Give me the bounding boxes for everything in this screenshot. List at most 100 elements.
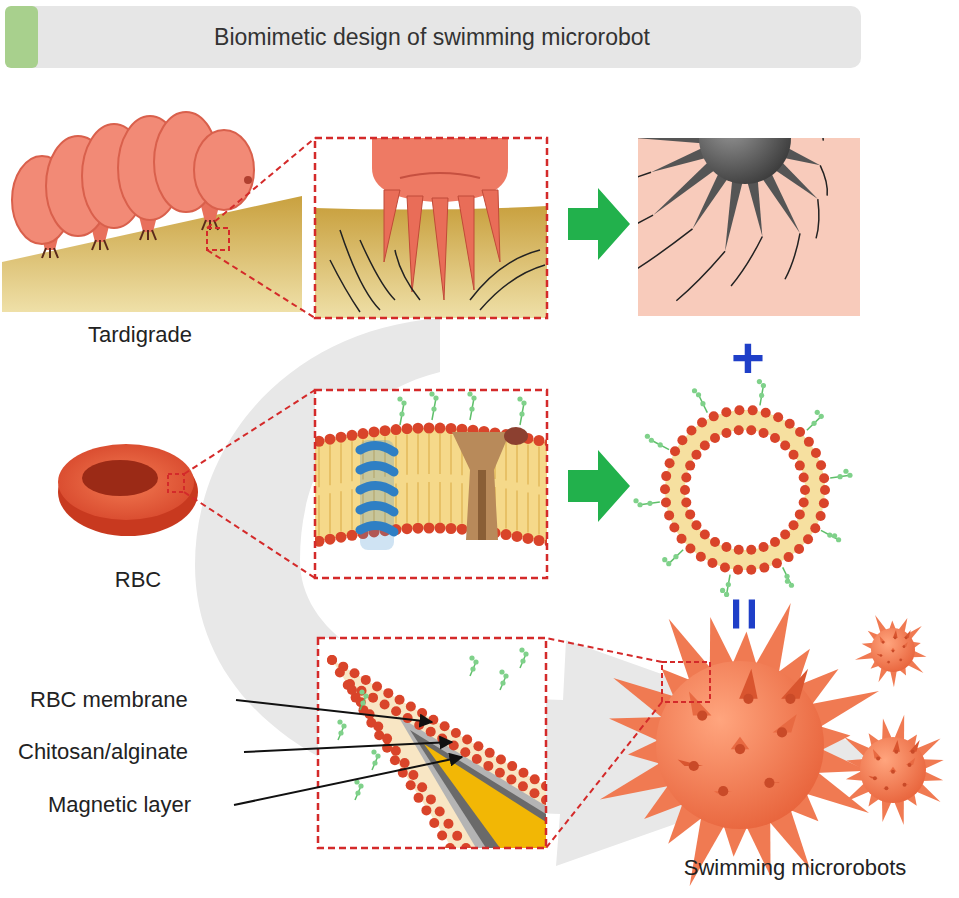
lipid-head	[661, 498, 671, 508]
lipid-head	[350, 668, 360, 678]
lipid-head	[691, 520, 701, 530]
glycan-unit	[519, 647, 524, 652]
lipid-head	[685, 544, 695, 554]
lipid-head	[696, 552, 706, 562]
hair-line	[470, 250, 540, 300]
spike-pit	[903, 645, 906, 648]
lipid-head	[446, 523, 457, 534]
glycan-unit	[633, 498, 638, 503]
glycan-stem	[821, 530, 839, 539]
glycan-unit	[785, 579, 790, 584]
membrane-zoom	[315, 390, 547, 578]
glycan-unit	[827, 532, 832, 537]
lipid-head	[325, 534, 336, 545]
leader-arrow	[236, 700, 432, 722]
tail	[340, 443, 342, 483]
glycan-unit	[355, 790, 360, 795]
trail-line	[676, 251, 725, 301]
lipid-head	[820, 485, 830, 495]
result-label: Swimming microrobots	[684, 856, 907, 880]
lipid-head	[380, 699, 390, 709]
lipid-head	[789, 520, 799, 530]
glycan-unit	[692, 388, 697, 393]
lipid-head	[665, 458, 675, 468]
zoom-background	[315, 138, 547, 318]
lipid-head	[336, 432, 347, 443]
glycan-unit	[360, 700, 365, 705]
lipid-head	[773, 412, 783, 422]
tail	[505, 441, 507, 481]
lipid-head	[413, 523, 424, 534]
lipid-head	[810, 523, 820, 533]
glycan-unit	[338, 730, 343, 735]
glycan-unit	[401, 400, 406, 405]
lipid-head	[506, 775, 516, 785]
lipid-head	[358, 428, 369, 439]
glycan-unit	[815, 410, 820, 415]
lipid-head	[794, 544, 804, 554]
lipid-head	[336, 532, 347, 543]
lipid-head	[530, 774, 540, 784]
glycan-unit	[359, 689, 364, 694]
claw	[104, 240, 108, 250]
lipid-head	[421, 805, 431, 815]
layer-label: Magnetic layer	[48, 793, 191, 817]
lipid-head	[664, 510, 674, 520]
microrobots	[600, 603, 944, 886]
lipid-head	[804, 437, 814, 447]
glycan-stem	[651, 440, 669, 449]
spike	[894, 799, 904, 824]
body-segment	[194, 130, 254, 210]
lipid-head	[368, 693, 378, 703]
glycan-unit	[375, 753, 380, 758]
lipid-head	[315, 436, 325, 447]
lipid-head	[681, 497, 691, 507]
hair-line	[395, 250, 420, 300]
lipid-head	[424, 423, 435, 434]
lipid-head	[784, 552, 794, 562]
tail	[417, 434, 419, 474]
spike-pit	[880, 654, 883, 657]
zoom-line	[546, 702, 662, 848]
title-tab	[5, 6, 38, 68]
claw	[202, 220, 206, 230]
claw	[407, 196, 423, 292]
lipid-head	[335, 668, 345, 678]
glycan-unit	[499, 669, 504, 674]
claw	[49, 248, 51, 258]
lipid-head	[462, 735, 472, 745]
lipid-head	[746, 425, 756, 435]
trail-line	[638, 229, 693, 275]
lipid-head	[811, 448, 821, 458]
chitosan-alginate-layer	[398, 716, 546, 848]
lipid-head	[460, 747, 470, 757]
leader-arrow	[234, 757, 462, 805]
lipid-head	[748, 405, 758, 415]
lipid-head	[369, 426, 380, 437]
glycan-unit	[720, 588, 725, 593]
lipid-head	[435, 423, 446, 434]
lipid-head	[315, 536, 325, 547]
lipid-head	[395, 695, 405, 705]
glycan-stem	[520, 403, 524, 425]
surface-spike	[886, 662, 891, 664]
tail	[505, 489, 507, 529]
lipid-head	[361, 675, 371, 685]
lipid-head	[452, 831, 462, 841]
glycan-stem	[432, 398, 436, 420]
claw-zoom	[315, 138, 547, 318]
lipid-head	[400, 758, 410, 768]
lipid-head	[816, 511, 826, 521]
lipid-head	[710, 433, 720, 443]
lipid-head	[440, 721, 450, 731]
lipid-head	[435, 807, 445, 817]
glycan-stem	[783, 567, 792, 585]
lipid-head	[685, 461, 695, 471]
protein-shadow	[360, 440, 394, 550]
spike-pit	[911, 750, 915, 754]
glycan-unit	[429, 391, 434, 396]
zoom-line	[184, 492, 315, 578]
lipid-head	[402, 423, 413, 434]
spike-pit	[884, 786, 888, 790]
helix-protein	[360, 440, 394, 550]
